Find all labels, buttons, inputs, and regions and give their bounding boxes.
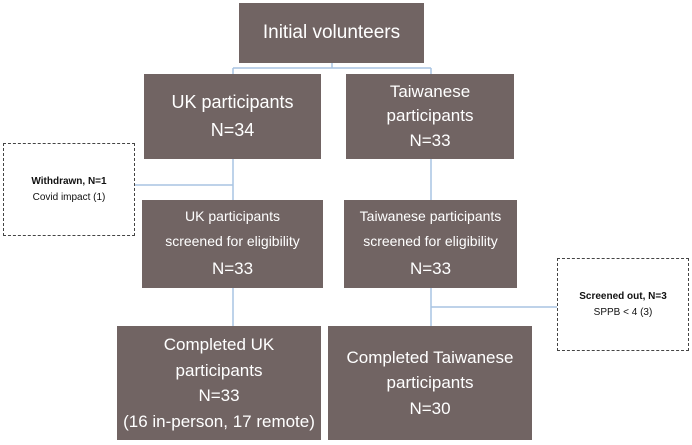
tw-completed-label-1: Completed Taiwanese bbox=[346, 347, 514, 367]
tw-completed-label-2: participants bbox=[386, 373, 474, 393]
uk-completed-label-1: Completed UK bbox=[163, 335, 275, 354]
uk-withdrawn-note: Withdrawn, N=1 Covid impact (1) bbox=[3, 143, 135, 236]
uk-screened-box: UK participants screened for eligibility… bbox=[142, 200, 323, 288]
tw-completed-count: N=30 bbox=[409, 398, 451, 418]
uk-participants-box: UK participants N=34 bbox=[144, 74, 321, 159]
uk-screened-label-1: UK participants bbox=[185, 207, 280, 224]
uk-withdrawn-heading: Withdrawn, N=1 bbox=[31, 175, 107, 187]
tw-screened-box: Taiwanese participants screened for elig… bbox=[344, 200, 517, 288]
tw-participants-count: N=33 bbox=[409, 130, 451, 150]
uk-completed-breakdown: (16 in-person, 17 remote) bbox=[123, 411, 315, 431]
uk-completed-box: Completed UK participants N=33 (16 in-pe… bbox=[117, 326, 321, 440]
tw-screened-out-detail: SPPB < 4 (3) bbox=[593, 306, 653, 318]
tw-screened-label-2: screened for eligibility bbox=[363, 232, 498, 249]
tw-screened-out-heading: Screened out, N=3 bbox=[579, 290, 667, 302]
uk-participants-count: N=34 bbox=[210, 119, 255, 140]
tw-screened-count: N=33 bbox=[409, 258, 452, 278]
tw-participants-label-2: participants bbox=[386, 106, 474, 126]
tw-screened-out-note: Screened out, N=3 SPPB < 4 (3) bbox=[557, 258, 689, 351]
tw-participants-box: Taiwanese participants N=33 bbox=[346, 74, 514, 159]
tw-completed-box: Completed Taiwanese participants N=30 bbox=[328, 326, 532, 440]
uk-participants-label: UK participants bbox=[171, 91, 294, 112]
uk-completed-label-2: participants bbox=[175, 360, 263, 380]
uk-screened-count: N=33 bbox=[211, 258, 254, 278]
uk-completed-count: N=33 bbox=[198, 386, 240, 405]
initial-volunteers-label: Initial volunteers bbox=[262, 22, 401, 43]
uk-screened-label-2: screened for eligibility bbox=[165, 232, 300, 249]
tw-screened-label-1: Taiwanese participants bbox=[359, 207, 502, 224]
initial-volunteers-box: Initial volunteers bbox=[239, 3, 424, 63]
uk-withdrawn-detail: Covid impact (1) bbox=[32, 191, 106, 203]
tw-participants-label-1: Taiwanese bbox=[389, 81, 471, 101]
